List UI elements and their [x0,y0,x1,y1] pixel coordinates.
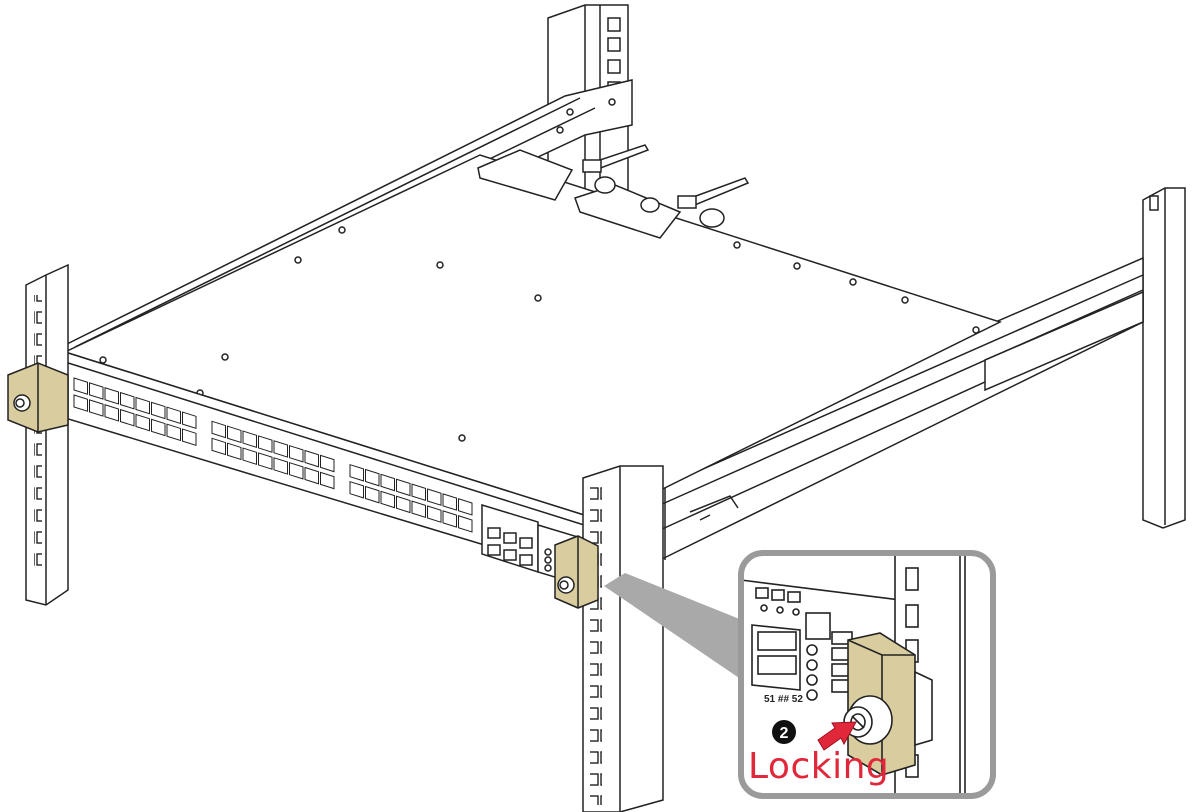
rj45-port [427,505,442,523]
rj45-port [151,418,166,437]
rj45-port [182,411,197,429]
callout-frame [738,550,996,799]
rj45-port [273,440,288,458]
rj45-port [135,413,150,432]
red-arrow-icon [817,721,857,751]
rj45-port [227,425,242,444]
rj45-port [211,420,226,439]
switch-chassis-top [62,149,1002,521]
lock-block-left [7,362,69,433]
rj45-port [73,394,88,412]
rj45-port [135,396,150,415]
rj45-port [304,466,319,485]
rj45-port [442,510,457,528]
rj45-port [166,423,181,442]
rj45-port [442,493,457,511]
rj45-port [258,435,273,453]
callout-connector [604,573,742,680]
rj45-port [349,463,364,482]
rj45-port [380,490,395,509]
cable-tie-icon [582,144,750,228]
rack-post-back-right [1142,187,1186,529]
step-number-badge: 2 [772,720,796,744]
rj45-port [289,461,304,480]
rack-post-front-right [582,465,664,812]
rj45-port [380,473,395,492]
rack-post-front-left [25,263,69,606]
rj45-port [411,500,426,519]
rj45-port [258,452,273,470]
rj45-port [396,495,411,514]
rj45-port [242,430,257,448]
rj45-port [304,449,319,468]
rj45-port [182,428,197,446]
rj45-port [166,406,181,425]
rj45-port [396,478,411,497]
rj45-port [320,471,335,490]
locking-label: Locking [748,746,890,787]
rj45-port [365,485,380,504]
rj45-port [227,442,242,461]
rj45-port [242,447,257,465]
rj45-port [104,387,119,405]
rj45-port [427,488,442,506]
rj45-port [104,404,119,422]
rj45-port [289,444,304,463]
rj45-port [120,408,135,427]
rj45-port [365,468,380,487]
rj45-port [320,454,335,473]
rj45-port [411,483,426,502]
rj45-port [89,382,104,400]
rj45-port [211,437,226,456]
svg-text:2: 2 [780,725,789,742]
rj45-port [120,391,135,410]
lock-screw-icon [554,535,599,609]
rj45-port [349,480,364,499]
rj45-port [89,399,104,417]
uplink-port-label: 51 ## 52 [764,694,803,705]
rj45-port [458,498,473,516]
callout-zoom-panel: 51 ## 52 [738,550,996,799]
rj45-port [273,457,288,475]
rj45-port-array [73,377,473,533]
rj45-port [458,515,473,533]
rj45-port [73,377,88,395]
rj45-port [151,401,166,420]
